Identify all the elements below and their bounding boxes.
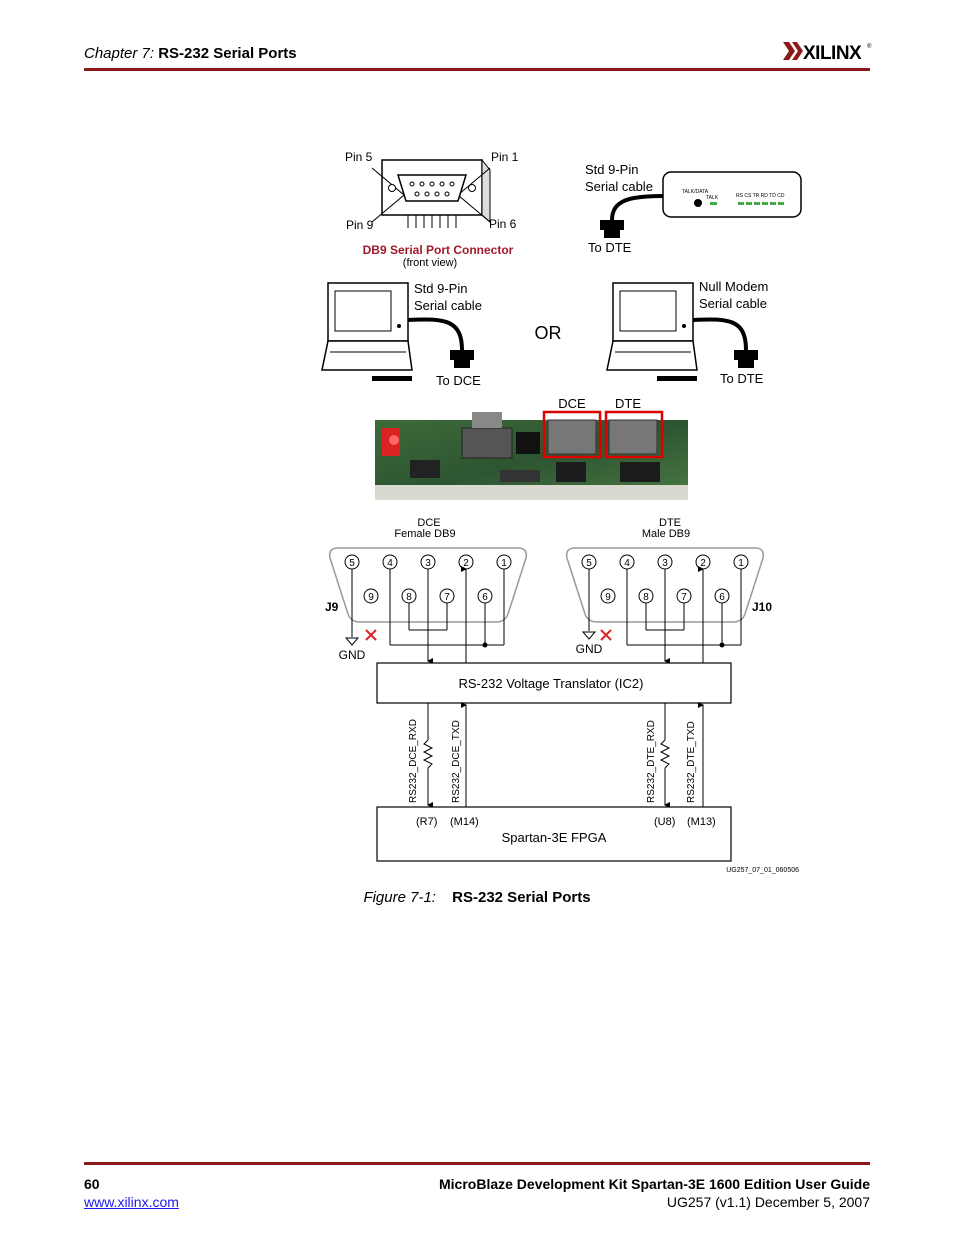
- chapter-title: RS-232 Serial Ports: [158, 45, 297, 62]
- db9-pin1-label: Pin 1: [491, 150, 519, 164]
- dte-pin-8: 8: [643, 592, 649, 603]
- modem-leds: RS CS TR RD TD CD: [736, 193, 785, 199]
- dce-pin-3: 3: [425, 558, 431, 569]
- signal-dte-txd: RS232_DTE_TXD: [686, 721, 697, 803]
- dte-pin-4: 4: [624, 558, 630, 569]
- dce-pin-6: 6: [482, 592, 488, 603]
- pc-left: Std 9-Pin Serial cable To DCE: [321, 281, 482, 388]
- dce-pin-2: 2: [463, 558, 469, 569]
- db9-pin5-label: Pin 5: [345, 150, 373, 164]
- guide-title: MicroBlaze Development Kit Spartan-3E 16…: [439, 1176, 870, 1192]
- modem-to-label: To DTE: [588, 240, 632, 255]
- dte-line2: Male DB9: [642, 528, 690, 540]
- xilinx-logo-icon: XILINX ®: [783, 42, 872, 64]
- fpga-pin-m13: (M13): [687, 816, 716, 828]
- dce-connector: DCE Female DB9 5 4 3 2 1 9 8 7 6 J9: [325, 517, 528, 664]
- fpga-pin-r7: (R7): [416, 816, 437, 828]
- signal-dce-txd: RS232_DCE_TXD: [451, 720, 462, 803]
- db9-pin9-label: Pin 9: [346, 218, 374, 232]
- figure-id: UG257_07_01_060506: [726, 867, 799, 874]
- pc-right-cable-line1: Null Modem: [699, 279, 768, 294]
- rs232-figure: Pin 5 Pin 1 Pin 9 Pin 6 DB9 Serial Port …: [321, 150, 802, 874]
- dte-line1: DTE: [659, 517, 681, 529]
- db9-pin6-label: Pin 6: [489, 217, 517, 231]
- caption-title: RS-232 Serial Ports: [452, 889, 591, 906]
- dte-pin-3: 3: [662, 558, 668, 569]
- dce-gnd: GND: [339, 648, 366, 662]
- xilinx-logo: XILINX ®: [783, 40, 873, 64]
- dce-pin-7: 7: [444, 592, 450, 603]
- modem-cable-line2: Serial cable: [585, 179, 653, 194]
- dte-ref: J10: [752, 600, 772, 614]
- modem-talk-data: TALK/DATA: [682, 189, 709, 195]
- dte-pin-7: 7: [681, 592, 687, 603]
- dce-pin-9: 9: [368, 592, 374, 603]
- fpga-label: Spartan-3E FPGA: [502, 830, 607, 845]
- translator-box: [376, 662, 732, 704]
- dce-pin-4: 4: [387, 558, 393, 569]
- dce-pin-8: 8: [406, 592, 412, 603]
- modem-cable-line1: Std 9-Pin: [585, 162, 638, 177]
- fpga-pin-m14: (M14): [450, 816, 479, 828]
- chapter-header: Chapter 7: RS-232 Serial Ports: [84, 45, 297, 62]
- dte-pin-2: 2: [700, 558, 706, 569]
- pc-right-cable-line2: Serial cable: [699, 296, 767, 311]
- pc-right-to-label: To DTE: [720, 371, 764, 386]
- header-rule: [84, 68, 870, 71]
- chapter-prefix: Chapter 7:: [84, 45, 155, 62]
- modem-talk: TALK: [706, 195, 719, 201]
- dte-pin-5: 5: [586, 558, 592, 569]
- modem-device: Std 9-Pin Serial cable TALK/DATA TALK RS…: [585, 162, 802, 255]
- signal-lines: [422, 702, 704, 808]
- dte-connector: DTE Male DB9 5 4 3 2 1 9 8 7 6 J10: [565, 517, 772, 664]
- pc-left-cable-line2: Serial cable: [414, 298, 482, 313]
- caption-number: Figure 7-1:: [363, 889, 436, 906]
- document-id: UG257 (v1.1) December 5, 2007: [666, 1194, 870, 1210]
- fpga-pin-u8: (U8): [654, 816, 675, 828]
- or-label: OR: [535, 323, 562, 343]
- dte-pin-6: 6: [719, 592, 725, 603]
- dce-ref: J9: [325, 600, 339, 614]
- xilinx-website-link[interactable]: www.xilinx.com: [84, 1194, 179, 1210]
- db9-title: DB9 Serial Port Connector: [363, 243, 514, 257]
- board-dce-label: DCE: [558, 396, 586, 411]
- dte-pin-1: 1: [738, 558, 744, 569]
- logo-text: XILINX: [803, 43, 862, 64]
- dte-pin-9: 9: [605, 592, 611, 603]
- logo-registered: ®: [867, 43, 872, 50]
- dce-line1: DCE: [417, 517, 440, 529]
- dce-pin-1: 1: [501, 558, 507, 569]
- pc-left-to-label: To DCE: [436, 373, 481, 388]
- db9-front-view: Pin 5 Pin 1 Pin 9 Pin 6 DB9 Serial Port …: [345, 150, 519, 269]
- signal-dce-rxd: RS232_DCE_RXD: [408, 719, 419, 803]
- footer-rule: [84, 1162, 870, 1165]
- signal-dte-rxd: RS232_DTE_RXD: [646, 720, 657, 803]
- dce-pin-5: 5: [349, 558, 355, 569]
- dte-gnd: GND: [576, 642, 603, 656]
- board-dte-label: DTE: [615, 396, 641, 411]
- pc-left-cable-line1: Std 9-Pin: [414, 281, 467, 296]
- board-photo: DCE DTE: [375, 396, 688, 500]
- pc-right: Null Modem Serial cable To DTE: [606, 279, 768, 386]
- figure-caption: Figure 7-1: RS-232 Serial Ports: [0, 889, 954, 906]
- dce-line2: Female DB9: [394, 528, 455, 540]
- fpga-box: [376, 806, 732, 862]
- page-number: 60: [84, 1176, 100, 1192]
- translator-label: RS-232 Voltage Translator (IC2): [459, 676, 644, 691]
- db9-subtitle: (front view): [403, 257, 457, 269]
